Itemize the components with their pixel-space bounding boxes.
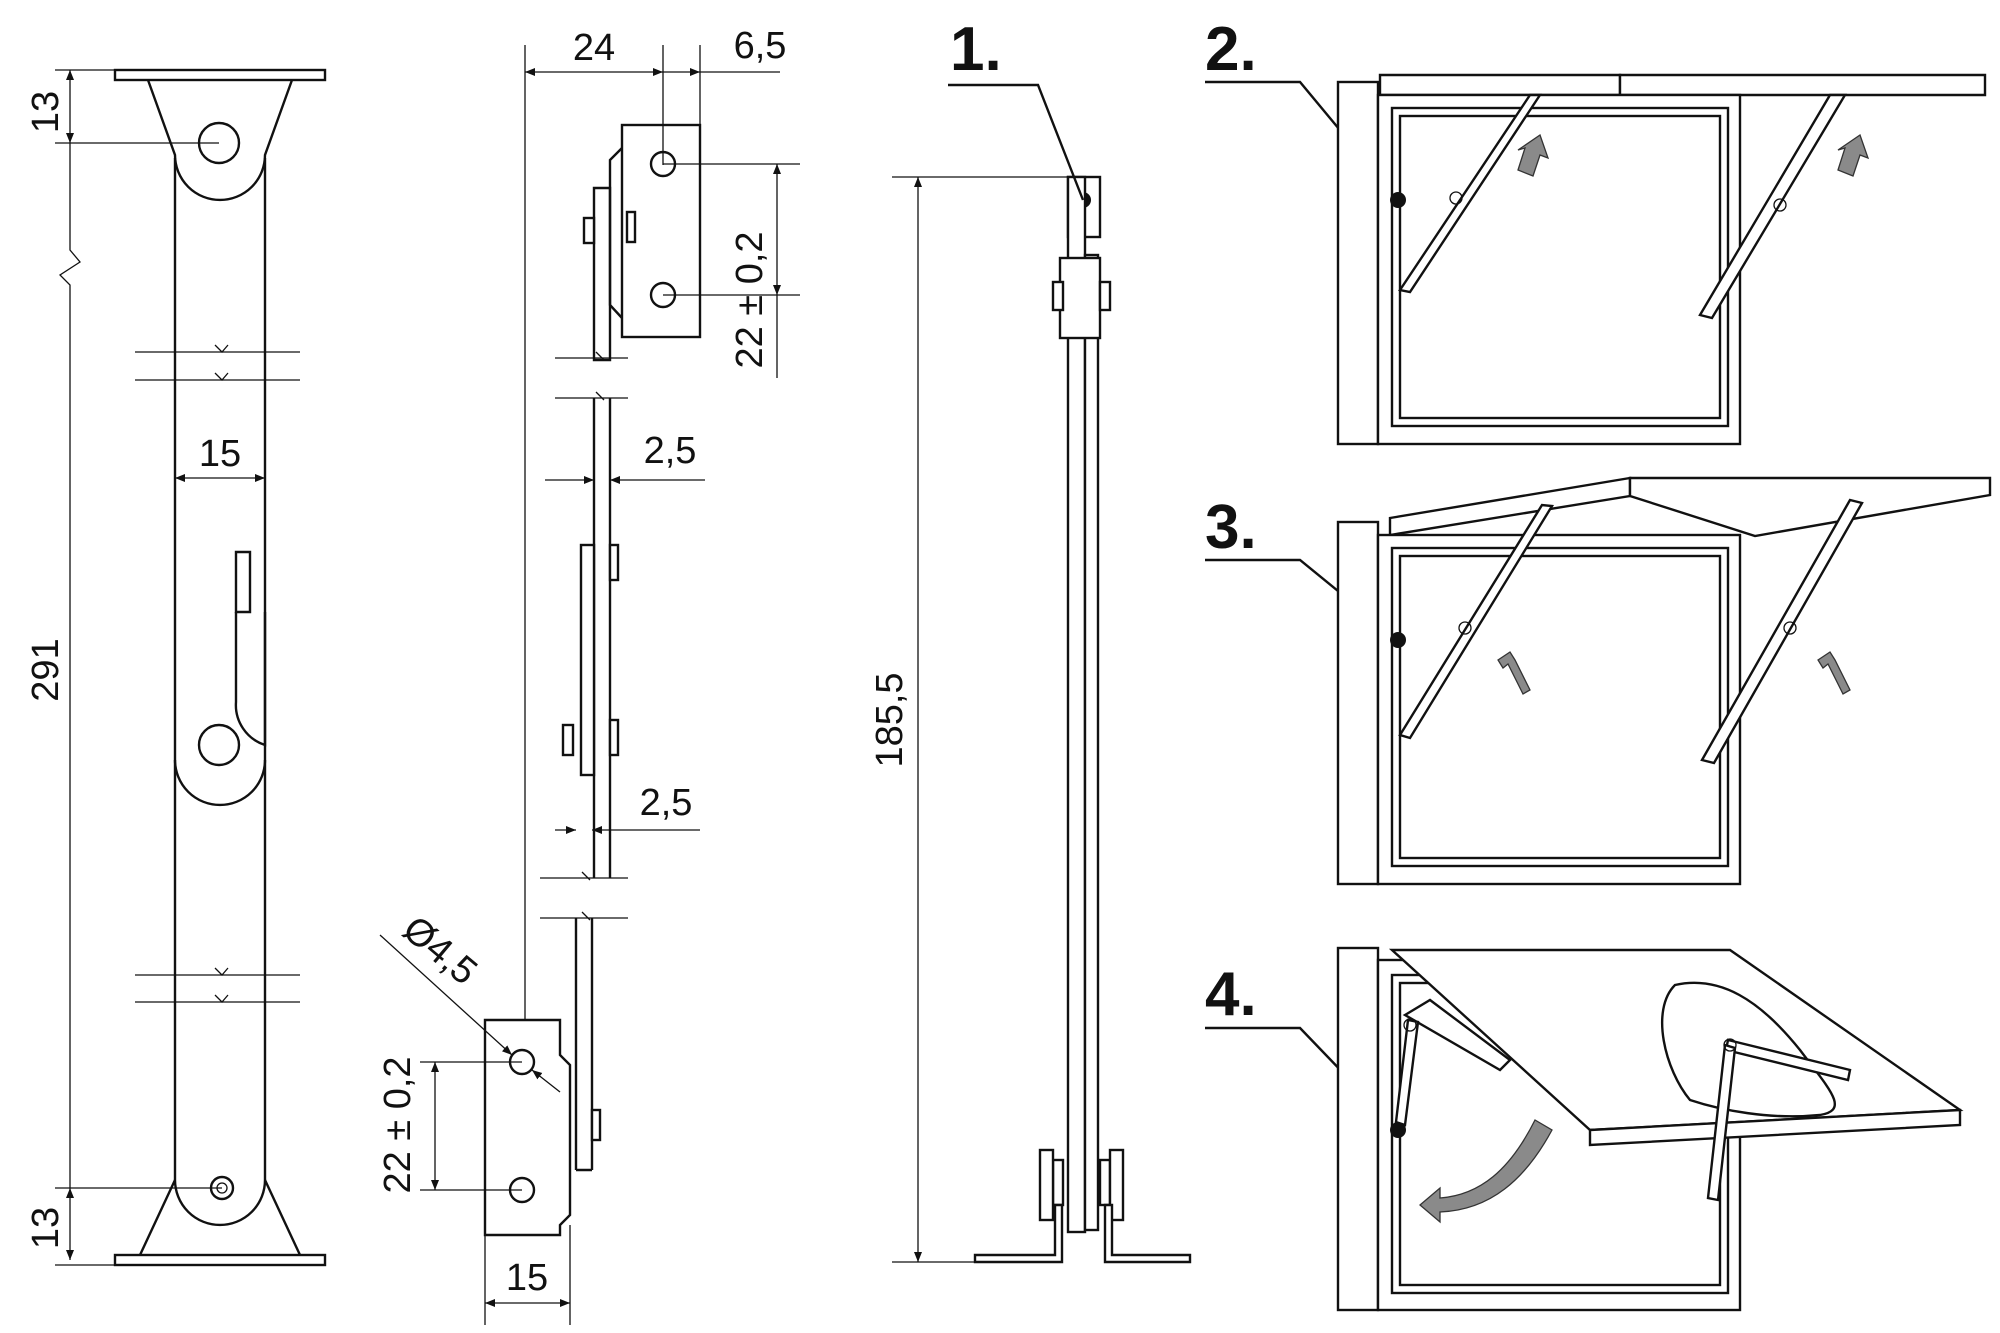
step-2-label: 2. xyxy=(1205,15,1257,84)
step-4-label: 4. xyxy=(1205,960,1257,1029)
dim-hole-spacing-bottom: 22 ± 0,2 xyxy=(377,1056,419,1193)
dim-top-offset: 13 xyxy=(25,91,67,133)
stay-front-view: 13 291 13 15 xyxy=(25,68,327,1267)
dim-hole-diameter: Ø4,5 xyxy=(395,908,485,993)
dim-strip-width: 15 xyxy=(199,433,241,475)
dim-thickness-upper: 2,5 xyxy=(644,430,697,472)
dim-mounted-height: 185,5 xyxy=(869,672,911,767)
step-2-illustration: 2. xyxy=(1205,15,1987,446)
dim-bracket-width-top: 24 xyxy=(573,27,615,69)
step-3-illustration: 3. xyxy=(1205,476,1992,886)
step-1-label: 1. xyxy=(950,15,1002,84)
dim-hole-spacing-top: 22 ± 0,2 xyxy=(729,231,771,368)
dim-bracket-width-bottom: 15 xyxy=(506,1257,548,1299)
dim-hole-offset: 6,5 xyxy=(734,25,787,67)
dim-bottom-offset: 13 xyxy=(25,1207,67,1249)
step-3-label: 3. xyxy=(1205,493,1257,562)
dim-thickness-lower: 2,5 xyxy=(640,782,693,824)
step-4-illustration: 4. xyxy=(1205,946,1964,1312)
dim-total-length: 291 xyxy=(25,638,67,701)
stay-side-view: 24 6,5 22 ± 0,2 2,5 2,5 Ø4,5 22 ± 0,2 15 xyxy=(377,25,800,1325)
stay-mounted-view: 185,5 1. xyxy=(869,15,1192,1264)
